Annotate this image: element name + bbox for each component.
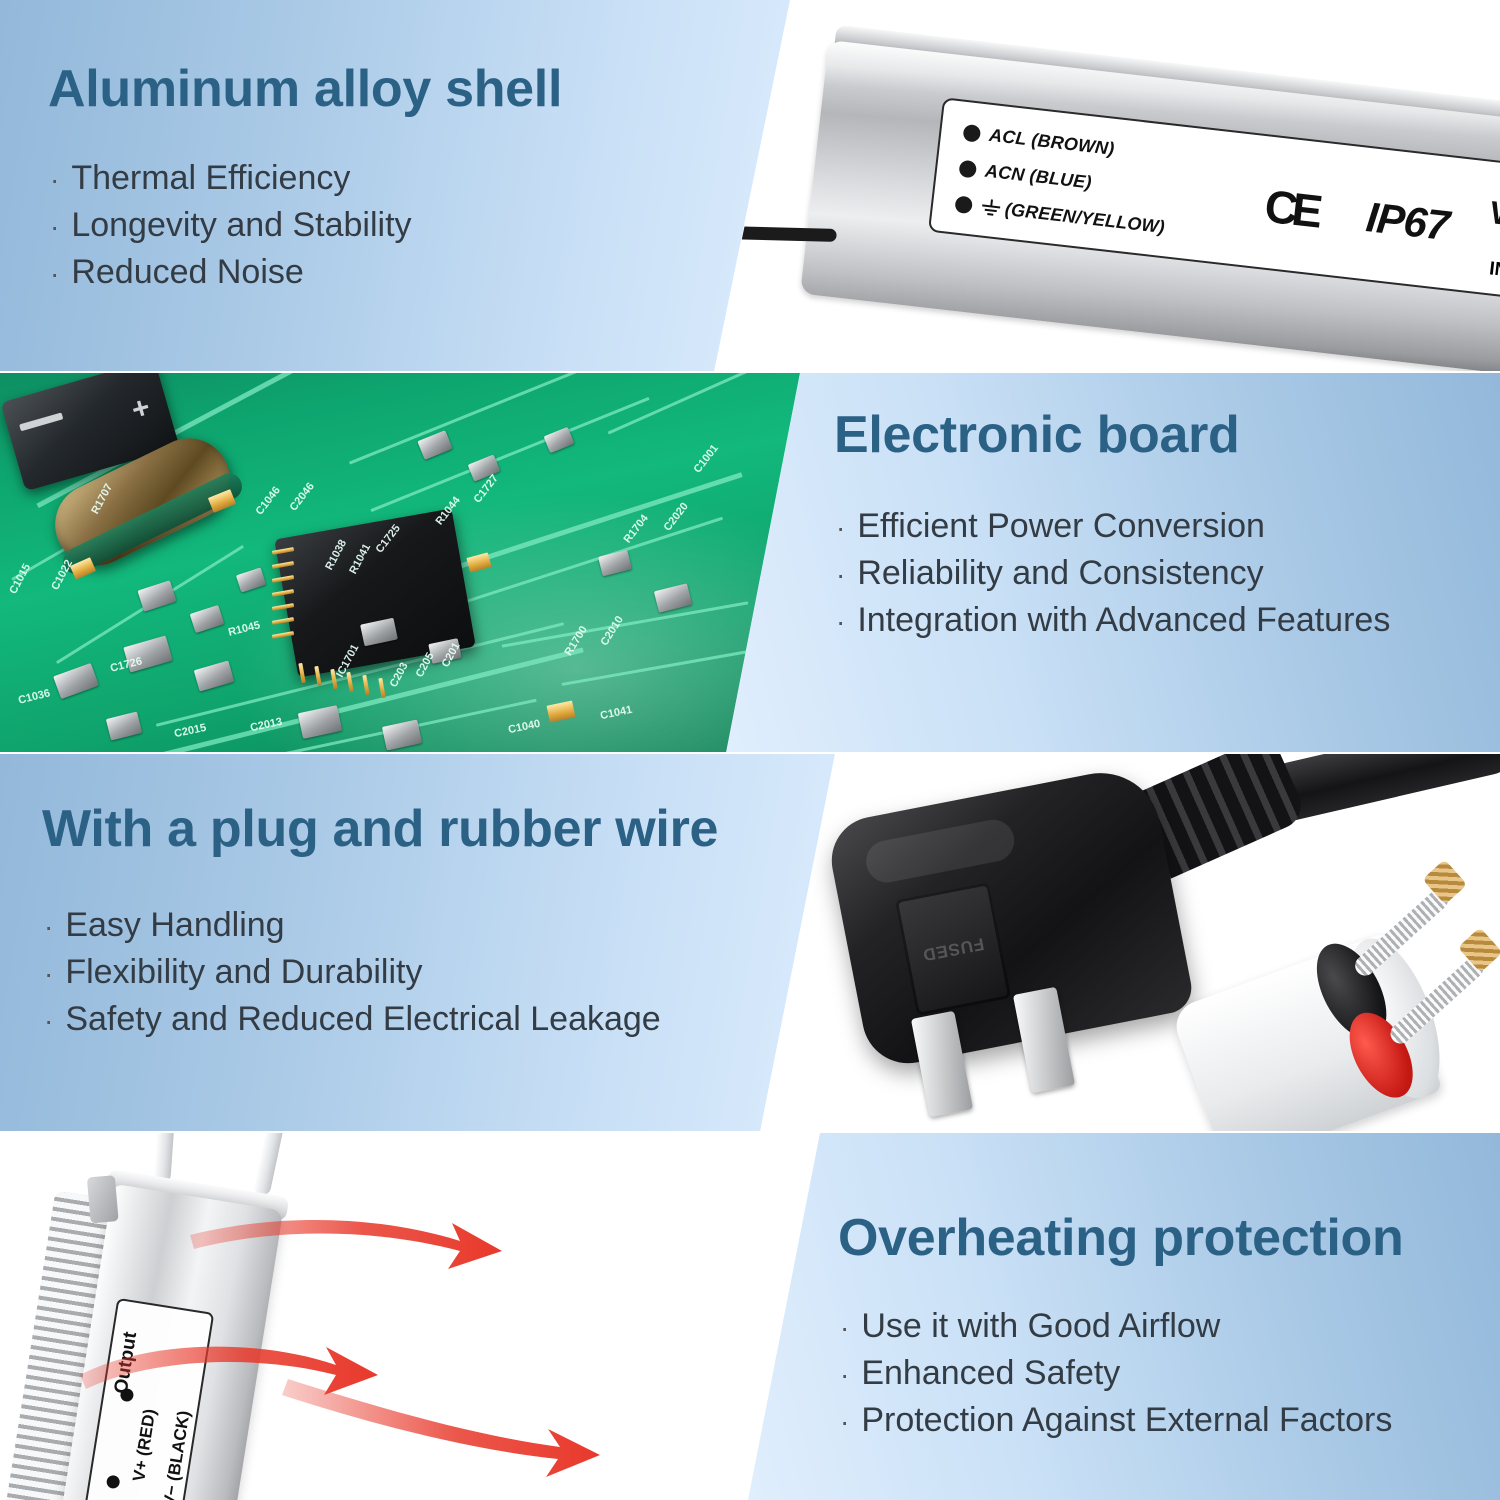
- list-item: · Thermal Efficiency: [50, 155, 412, 202]
- section-plug-and-rubber-wire: With a plug and rubber wire · Easy Handli…: [0, 754, 835, 1132]
- bullet-marker: ·: [836, 605, 846, 637]
- bullet-marker: ·: [44, 1004, 54, 1036]
- overheating-protection-photo: Output V+ (RED) V− (BLACK) LED Driver DC…: [0, 1133, 820, 1500]
- printed-circuit-board: +: [0, 373, 800, 753]
- in-label: IN: [1488, 258, 1500, 282]
- section-heading: Overheating protection: [838, 1209, 1404, 1267]
- bullet-marker: ·: [50, 164, 60, 195]
- terminal-dot-icon: [958, 159, 978, 178]
- bullet-text: Protection Against External Factors: [861, 1400, 1393, 1439]
- silkscreen-text: C2046: [287, 480, 317, 514]
- polarity-bar: [19, 412, 64, 432]
- list-item: · Easy Handling: [44, 902, 661, 949]
- list-item: · Reduced Noise: [50, 249, 412, 296]
- waterproof-text: Water: [1488, 194, 1500, 240]
- bullet-text: Integration with Advanced Features: [857, 600, 1391, 639]
- bullet-text: Longevity and Stability: [71, 205, 412, 244]
- section-electronic-board: Electronic board · Efficient Power Conver…: [726, 373, 1500, 753]
- aluminum-driver-photo: ACL (BROWN) ACN (BLUE) (GREEN/YELLOW) CE…: [714, 0, 1500, 372]
- bullet-marker: ·: [840, 1405, 850, 1437]
- section-overheating-protection: Overheating protection · Use it with Good…: [748, 1133, 1500, 1500]
- list-item: · Safety and Reduced Electrical Leakage: [44, 996, 661, 1043]
- terminal-dot-icon: [962, 123, 982, 143]
- section-heading: Electronic board: [834, 406, 1240, 464]
- heat-airflow-arrows: [282, 1379, 600, 1477]
- list-item: · Reliability and Consistency: [836, 550, 1390, 597]
- bullet-text: Reduced Noise: [71, 252, 304, 291]
- uk-mains-plug: FUSED: [790, 754, 1500, 1132]
- ingress-rating: IP67: [1363, 193, 1452, 250]
- bullet-text: Thermal Efficiency: [71, 159, 351, 197]
- input-wire: [252, 1133, 295, 1197]
- bullet-text: Reliability and Consistency: [857, 553, 1264, 592]
- bullet-text: Enhanced Safety: [861, 1353, 1121, 1392]
- heat-airflow-arrows: [170, 1433, 600, 1500]
- heat-airflow-arrows: [190, 1219, 502, 1269]
- silkscreen-text: C2015: [173, 721, 208, 741]
- heat-airflow-arrows: [80, 1346, 378, 1395]
- section-bullet-list: · Thermal Efficiency · Longevity and Stabi…: [50, 155, 412, 296]
- silkscreen-text: R1045: [227, 619, 262, 639]
- bullet-marker: ·: [836, 558, 846, 590]
- ce-mark-icon: CE: [1262, 179, 1320, 238]
- mounting-lug: [86, 1175, 119, 1224]
- section-bullet-list: · Easy Handling · Flexibility and Durabili…: [44, 902, 661, 1043]
- list-item: · Integration with Advanced Features: [836, 597, 1390, 644]
- list-item: · Use it with Good Airflow: [840, 1303, 1392, 1350]
- list-item: · Protection Against External Factors: [840, 1397, 1392, 1444]
- bullet-text: Use it with Good Airflow: [861, 1307, 1221, 1345]
- list-item: · Efficient Power Conversion: [836, 503, 1390, 550]
- list-item: · Longevity and Stability: [50, 202, 412, 249]
- polarity-plus: +: [127, 390, 154, 428]
- terminal-label: ACN (BLUE): [984, 160, 1093, 193]
- section-heading: With a plug and rubber wire: [42, 800, 719, 858]
- silkscreen-text: C1036: [17, 687, 52, 707]
- silkscreen-text: C1041: [599, 703, 634, 723]
- output-cable-cross-section: [1156, 859, 1500, 1132]
- fuse-text: FUSED: [920, 934, 986, 965]
- section-bullet-list: · Use it with Good Airflow · Enhanced Safe…: [840, 1303, 1392, 1444]
- silkscreen-text: C1022: [49, 557, 76, 593]
- earth-ground-icon: [980, 198, 1002, 217]
- row-divider: [0, 1131, 1500, 1133]
- bullet-marker: ·: [836, 512, 846, 543]
- electronic-board-photo: +: [0, 373, 800, 753]
- terminal-list: ACL (BROWN) ACN (BLUE) (GREEN/YELLOW): [953, 114, 1253, 254]
- row-divider: [0, 752, 1500, 754]
- list-item: · Enhanced Safety: [840, 1350, 1392, 1397]
- silkscreen-text: C1046: [253, 484, 283, 518]
- silkscreen-text: C1040: [507, 717, 542, 737]
- led-driver-housing: ACL (BROWN) ACN (BLUE) (GREEN/YELLOW) CE…: [714, 24, 1500, 372]
- bullet-marker: ·: [50, 210, 60, 242]
- row-divider: [0, 371, 1500, 373]
- bullet-marker: ·: [44, 911, 54, 942]
- section-bullet-list: · Efficient Power Conversion · Reliability…: [836, 503, 1390, 644]
- silkscreen-text: C1726: [109, 655, 144, 675]
- plug-and-wire-photo: FUSED: [760, 754, 1500, 1132]
- terminal-dot-icon: [954, 194, 974, 214]
- plug-housing: [824, 762, 1196, 1072]
- bullet-marker: ·: [44, 957, 54, 989]
- section-aluminum-alloy-shell: Aluminum alloy shell · Thermal Efficiency…: [0, 0, 790, 372]
- bullet-text: Safety and Reduced Electrical Leakage: [65, 999, 661, 1038]
- section-heading: Aluminum alloy shell: [48, 60, 563, 118]
- silkscreen-text: C2010: [598, 614, 626, 648]
- list-item: · Flexibility and Durability: [44, 949, 661, 996]
- silkscreen-text: C1001: [691, 442, 721, 476]
- bullet-marker: ·: [840, 1358, 850, 1390]
- bullet-marker: ·: [840, 1312, 850, 1343]
- bullet-text: Easy Handling: [65, 906, 285, 944]
- bullet-marker: ·: [50, 257, 60, 289]
- bullet-text: Flexibility and Durability: [65, 952, 423, 991]
- bullet-text: Efficient Power Conversion: [857, 507, 1265, 545]
